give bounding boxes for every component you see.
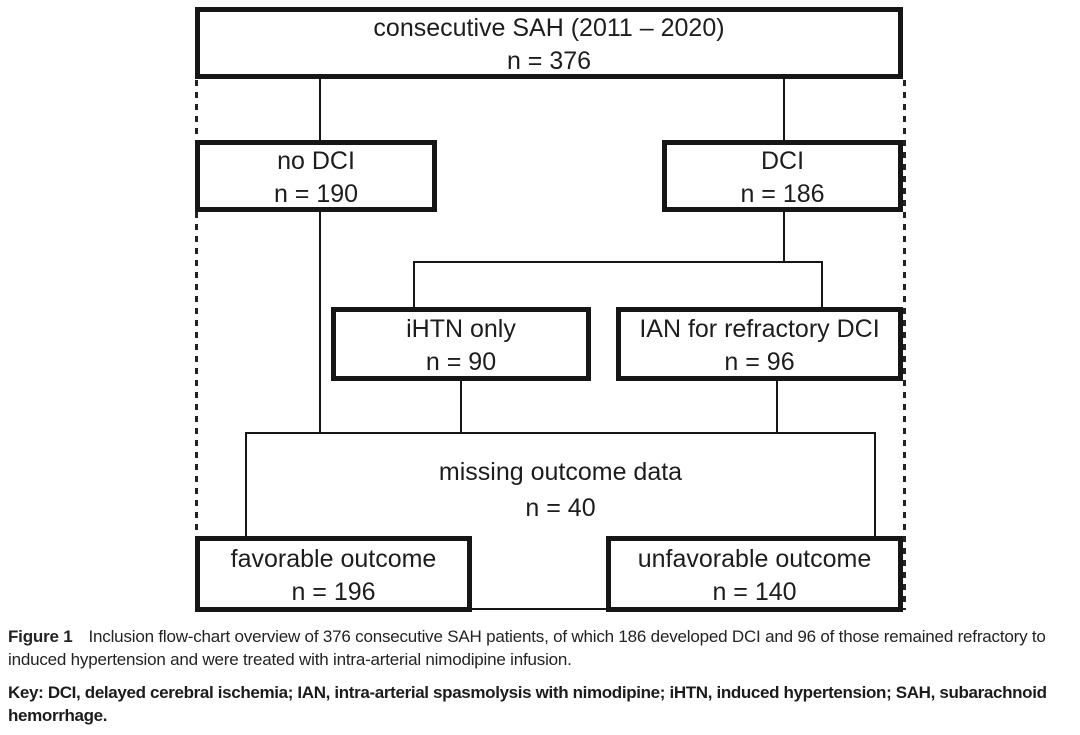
node-ihtn-only-label: iHTN only [406,315,516,343]
connector-sah-to-dci [783,79,785,141]
node-favorable-outcome-label: favorable outcome [230,545,437,573]
connector-branch-to-ihtn [413,261,415,308]
dashed-boundary-right [903,80,906,610]
connector-branch-to-ian [821,261,823,308]
node-dci-count: n = 186 [740,180,825,208]
figure-number-label: Figure 1 [8,627,73,646]
caption-line-1: Figure 1 Inclusion flow-chart overview of… [8,625,1046,648]
connector-ihtn-to-missing [460,380,462,433]
node-no-dci: no DCI n = 190 [195,140,437,212]
key-line-1: Key: DCI, delayed cerebral ischemia; IAN… [8,683,1047,702]
caption-text-line-1: Inclusion flow-chart overview of 376 con… [88,627,1046,646]
node-missing-outcome-count: n = 40 [525,494,596,522]
connector-sah-to-nodci [319,79,321,141]
figure-caption: Figure 1 Inclusion flow-chart overview of… [8,625,1046,671]
caption-text-line-2: induced hypertension and were treated wi… [8,650,572,669]
node-missing-outcome-label: missing outcome data [438,458,683,486]
node-unfavorable-outcome-label: unfavorable outcome [637,545,872,573]
node-unfavorable-outcome-count: n = 140 [712,578,797,606]
node-ian-refractory-dci-label: IAN for refractory DCI [639,315,880,343]
connector-dci-branch [413,261,823,263]
node-no-dci-label: no DCI [277,147,355,175]
node-ian-refractory-dci: IAN for refractory DCI n = 96 [616,307,903,381]
node-ihtn-only-count: n = 90 [425,348,497,376]
connector-ian-to-missing [776,380,778,433]
connector-nodci-to-missing [319,211,321,434]
node-favorable-outcome: favorable outcome n = 196 [195,536,472,612]
node-consecutive-sah-count: n = 376 [506,47,592,75]
node-consecutive-sah-label: consecutive SAH (2011 – 2020) [373,14,725,42]
key-line-2: hemorrhage. [8,706,108,725]
node-dci: DCI n = 186 [662,140,903,212]
node-ian-refractory-dci-count: n = 96 [724,348,795,376]
dashed-boundary-left [195,80,198,610]
node-no-dci-count: n = 190 [273,180,359,208]
figure-key: Key: DCI, delayed cerebral ischemia; IAN… [8,681,1047,727]
node-unfavorable-outcome: unfavorable outcome n = 140 [606,536,903,612]
node-favorable-outcome-count: n = 196 [291,578,376,606]
node-consecutive-sah: consecutive SAH (2011 – 2020) n = 376 [195,7,903,79]
node-ihtn-only: iHTN only n = 90 [331,307,591,381]
node-dci-label: DCI [760,147,805,175]
connector-dci-stem [783,211,785,263]
